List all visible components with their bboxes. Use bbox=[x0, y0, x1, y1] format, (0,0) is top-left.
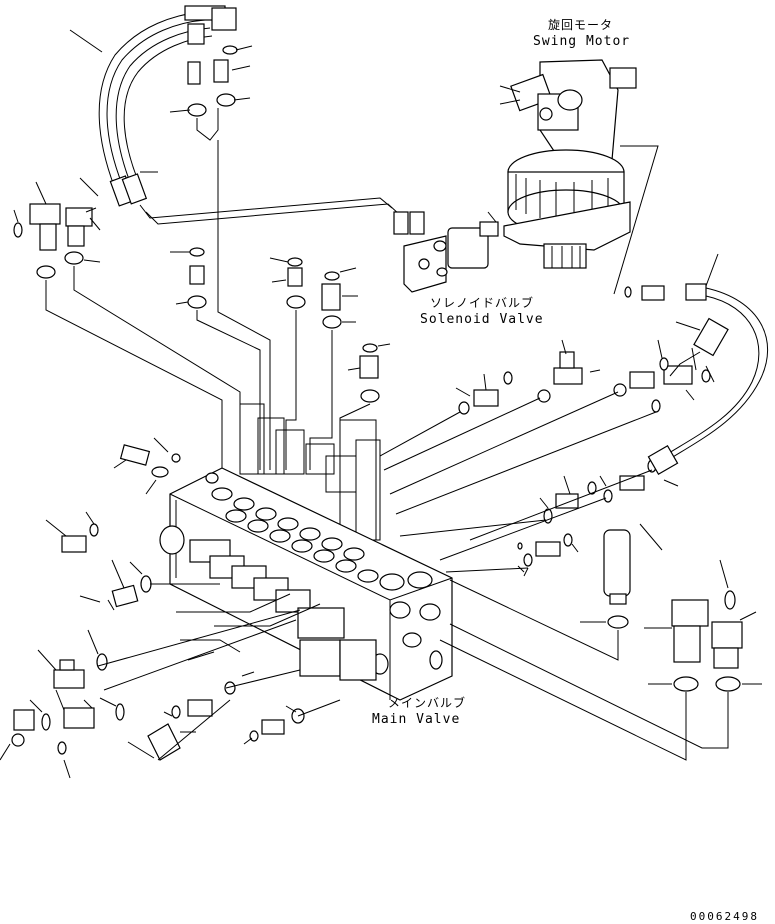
port-leader-lines bbox=[45, 266, 381, 541]
left-lower-fittings bbox=[0, 437, 196, 779]
left-elbow-fittings bbox=[13, 171, 158, 279]
main-valve-label-en: Main Valve bbox=[372, 712, 461, 727]
fittings-top-cluster bbox=[169, 45, 253, 300]
swing-motor-hose bbox=[624, 253, 769, 475]
solenoid-valve-label-jp: ソレノイドバルブ bbox=[430, 296, 535, 310]
main-valve-body bbox=[159, 467, 453, 701]
hose-assembly-top-left bbox=[98, 5, 237, 207]
middle-fittings bbox=[170, 247, 391, 403]
swing-motor-label-jp: 旋回モータ bbox=[548, 18, 614, 32]
right-fittings bbox=[455, 339, 715, 577]
solenoid-valve bbox=[393, 211, 499, 293]
solenoid-valve-label-en: Solenoid Valve bbox=[420, 312, 544, 327]
right-elbow-fittings bbox=[439, 523, 762, 761]
main-valve-label-jp: メインバルブ bbox=[388, 696, 467, 710]
swing-motor-label-en: Swing Motor bbox=[533, 34, 631, 49]
long-leader-lines-right bbox=[379, 391, 657, 573]
lower-middle-fittings bbox=[163, 671, 305, 745]
long-leader-lines-left bbox=[97, 583, 341, 761]
drawing-number: 00062498 bbox=[690, 910, 759, 923]
pilot-line-to-solenoid bbox=[139, 197, 401, 225]
swing-motor bbox=[499, 59, 659, 295]
leader-line bbox=[69, 29, 103, 53]
